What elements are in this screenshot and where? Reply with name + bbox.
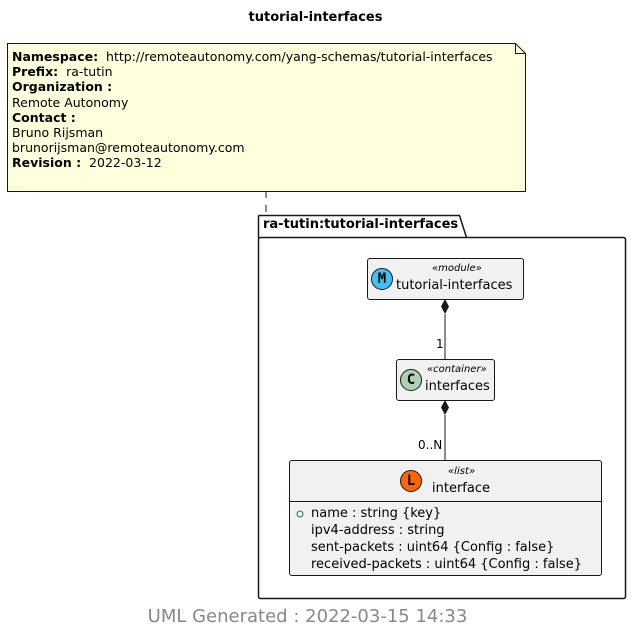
note-line-label: Organization : xyxy=(12,79,113,95)
note-line-value: Remote Autonomy xyxy=(12,94,129,110)
note-line-label: Namespace: xyxy=(12,49,99,64)
composition-diamond-module xyxy=(441,299,449,314)
note-line: Organization : xyxy=(12,79,493,94)
list-divider xyxy=(290,501,601,502)
note-line: Revision : 2022-03-12 xyxy=(12,155,493,170)
note-text: Namespace: http://remoteautonomy.com/yan… xyxy=(12,49,493,171)
composition-diamond-container xyxy=(441,400,449,415)
module-note: Namespace: http://remoteautonomy.com/yan… xyxy=(7,43,526,192)
list-attribute: ipv4-address : string xyxy=(311,523,445,538)
note-line-value: 2022-03-12 xyxy=(81,155,162,171)
module-class[interactable]: M «module» tutorial-interfaces xyxy=(367,258,524,300)
multiplicity-zero-to-n: 0..N xyxy=(418,438,443,452)
note-line-value: Bruno Rijsman xyxy=(12,125,104,141)
note-line-label: Contact : xyxy=(12,109,76,125)
note-shape xyxy=(7,43,526,192)
container-stereotype: «container» xyxy=(427,364,487,375)
package-tab xyxy=(258,214,468,238)
list-attribute: sent-packets : uint64 {Config : false} xyxy=(311,540,555,555)
note-line-value: ra-tutin xyxy=(58,64,113,80)
package-frame xyxy=(257,236,627,600)
note-line: Contact : xyxy=(12,110,493,125)
container-class[interactable]: C «container» interfaces xyxy=(396,359,495,401)
module-stereotype: «module» xyxy=(432,263,482,274)
note-line-value: http://remoteautonomy.com/yang-schemas/t… xyxy=(98,49,493,64)
package-label: ra-tutin:tutorial-interfaces xyxy=(263,217,459,232)
multiplicity-one: 1 xyxy=(436,337,444,351)
note-line: Remote Autonomy xyxy=(12,95,493,110)
note-line: Namespace: http://remoteautonomy.com/yan… xyxy=(12,49,493,64)
list-stereotype: «list» xyxy=(448,466,476,477)
note-line-value: brunorijsman@remoteautonomy.com xyxy=(12,140,245,156)
note-line: Prefix: ra-tutin xyxy=(12,64,493,79)
diagram-title: tutorial-interfaces xyxy=(248,10,383,25)
list-name: interface xyxy=(432,481,490,496)
note-line-label: Revision : xyxy=(12,155,82,171)
list-attribute: name : string {key} xyxy=(311,506,442,521)
module-circle-icon: M xyxy=(371,268,393,290)
container-name: interfaces xyxy=(425,379,490,394)
note-line: Bruno Rijsman xyxy=(12,125,493,140)
note-line-label: Prefix: xyxy=(12,64,59,80)
list-class[interactable]: L «list» interface name : string {key} i… xyxy=(289,460,602,576)
module-name: tutorial-interfaces xyxy=(396,278,513,293)
note-line: brunorijsman@remoteautonomy.com xyxy=(12,140,493,155)
list-attribute: received-packets : uint64 {Config : fals… xyxy=(311,557,583,572)
container-circle-icon: C xyxy=(400,369,422,391)
list-circle-icon: L xyxy=(400,470,422,492)
generation-footer: UML Generated : 2022-03-15 14:33 xyxy=(147,606,468,627)
key-attribute-marker-icon xyxy=(296,510,304,518)
